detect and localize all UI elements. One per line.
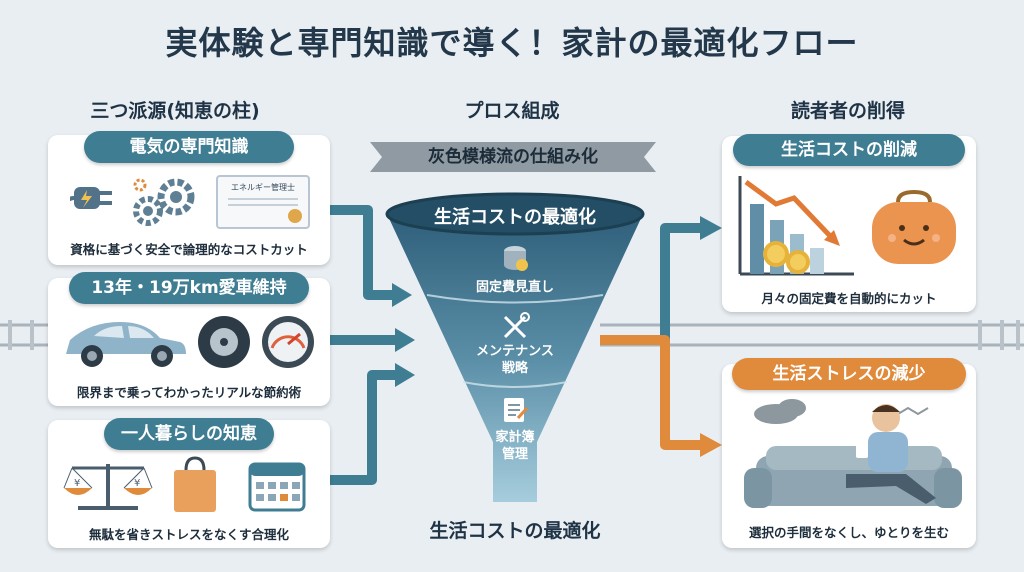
ledger-icon (504, 398, 528, 422)
column-heading-right: 読者者の削得 (790, 100, 905, 122)
smiling-wallet-icon (872, 190, 956, 264)
funnel-output-label: 生活コストの最適化 (429, 520, 601, 542)
car-icon (66, 322, 186, 367)
card-title: 生活ストレスの減少 (732, 358, 966, 390)
coins-icon (504, 246, 528, 271)
card-living-alone: 一人暮らしの知恵 ¥ ¥ 無駄を省きストレスをなくす合理化 (48, 418, 330, 548)
arrowhead-left-middle (395, 328, 415, 352)
wrench-screwdriver-icon (503, 312, 530, 339)
arrowhead-right-bottom (700, 433, 722, 457)
arrow-right-bottom (600, 335, 700, 450)
arrow-left-bottom (330, 370, 395, 485)
svg-text:¥: ¥ (74, 478, 80, 489)
certificate-icon: エネルギー管理士 (216, 175, 310, 229)
column-heading-left: 三つ派源(知恵の柱) (90, 100, 260, 122)
card-title: 13年・19万km愛車維持 (69, 272, 309, 304)
scale-icon: ¥ ¥ (63, 464, 153, 510)
column-heading-center: プロス組成 (464, 100, 560, 122)
funnel-stage-2: メンテナンス 戦略 (476, 344, 554, 376)
falling-cost-chart-icon (738, 176, 854, 276)
relaxing-person-illustration (744, 399, 962, 508)
gauge-icon (262, 316, 314, 368)
arrowhead-left-top (392, 283, 412, 307)
process-banner-label: 灰色模様流の仕組み化 (428, 147, 598, 167)
svg-text:¥: ¥ (134, 478, 140, 489)
card-caption: 月々の固定費を自動的にカット (761, 291, 937, 306)
process-banner (370, 142, 656, 172)
arrowhead-left-bottom (395, 363, 415, 387)
calendar-icon (248, 462, 306, 512)
card-caption: 無駄を省きストレスをなくす合理化 (88, 527, 289, 542)
plug-icon (70, 187, 112, 209)
card-title: 電気の専門知識 (84, 131, 294, 163)
card-caption: 選択の手間をなくし、ゆとりを生む (748, 525, 949, 540)
rail-track-right (600, 320, 1024, 350)
funnel-stage-3: 家計簿 管理 (495, 430, 535, 462)
card-caption: 資格に基づく安全で論理的なコストカット (70, 242, 308, 257)
funnel-stage-1: 固定費見直し (475, 280, 554, 295)
page-title: 実体験と専門知識で導く！家計の最適化フロー (165, 24, 859, 62)
arrowhead-right-top (700, 216, 722, 240)
card-electric-knowledge: 電気の専門知識 エネルギー管理士 資格に基づく安全で論理的なコストカット (48, 131, 330, 265)
card-title: 生活コストの削減 (733, 134, 965, 166)
tire-icon (198, 316, 250, 368)
card-caption: 限界まで乗ってわかったリアルな節約術 (76, 385, 302, 400)
card-car-maintenance: 13年・19万km愛車維持 限界まで乗ってわかったリアルな節約術 (48, 272, 330, 406)
card-title: 一人暮らしの知恵 (104, 418, 274, 450)
gears-icon (133, 178, 195, 226)
certificate-label: エネルギー管理士 (231, 183, 295, 192)
card-cost-reduction: 生活コストの削減 月々の固定費を自動的にカット (722, 134, 976, 312)
shopping-bag-icon (174, 456, 216, 512)
funnel-top-label: 生活コストの最適化 (434, 207, 596, 228)
arrow-left-top (330, 205, 392, 300)
card-stress-reduction: 生活ストレスの減少 選択の手間をなくし、ゆとりを生む (722, 358, 976, 548)
funnel (385, 192, 645, 502)
